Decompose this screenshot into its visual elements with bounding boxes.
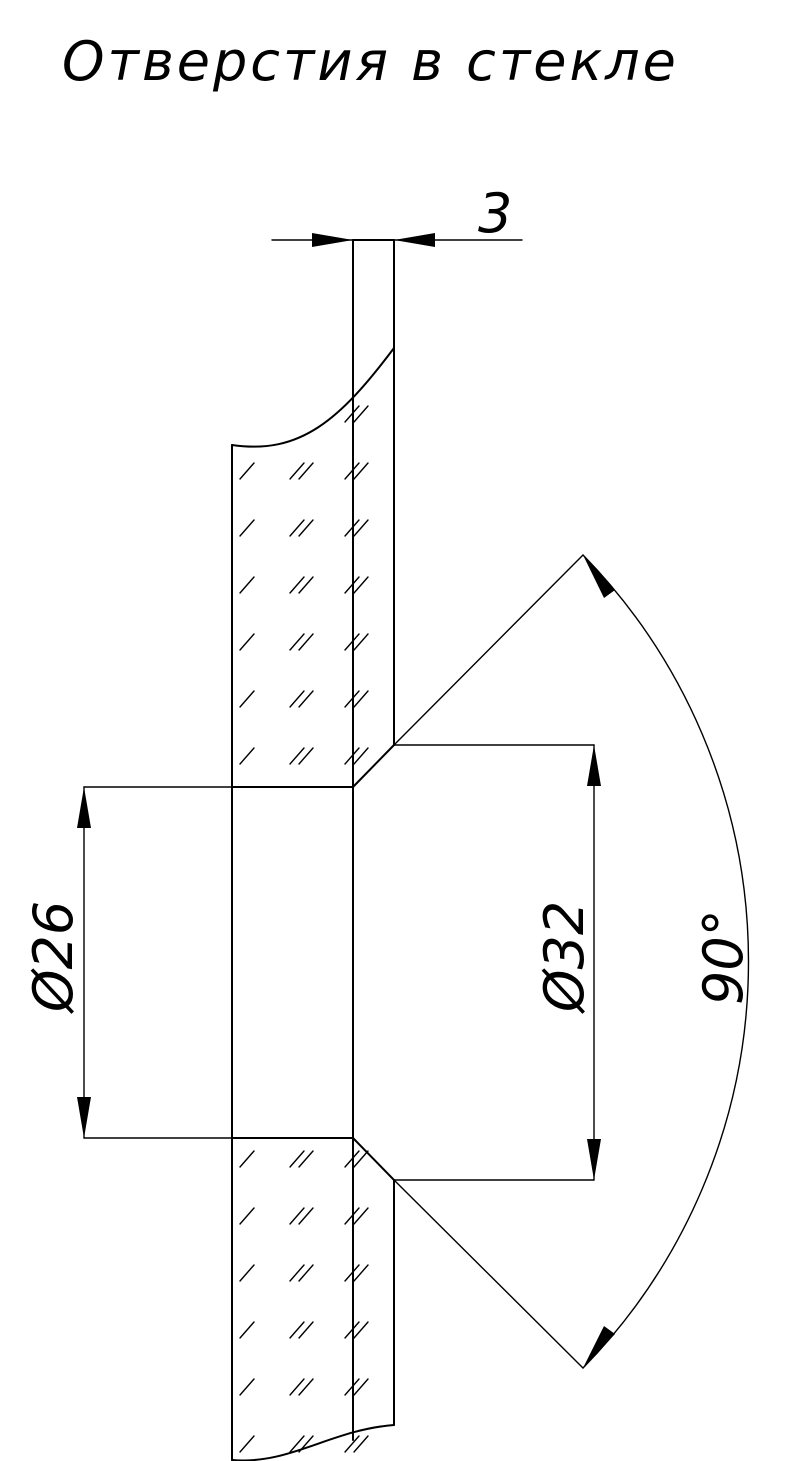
hatch-stroke bbox=[298, 690, 314, 708]
hatch-stroke bbox=[289, 1321, 305, 1339]
hatch-stroke bbox=[298, 1321, 314, 1339]
hatch-stroke bbox=[289, 576, 305, 594]
hatch-stroke bbox=[353, 1321, 369, 1339]
hatch-stroke bbox=[344, 519, 360, 537]
hatch-stroke bbox=[353, 462, 369, 480]
hatch-stroke bbox=[239, 690, 255, 708]
hatch-stroke bbox=[298, 1150, 314, 1168]
hatch-stroke bbox=[289, 690, 305, 708]
arrow-icon bbox=[77, 1097, 91, 1138]
hatch-stroke bbox=[344, 633, 360, 651]
hatch-stroke bbox=[289, 1264, 305, 1282]
hatch-stroke bbox=[289, 519, 305, 537]
hatch-stroke bbox=[344, 747, 360, 765]
thickness-dimension: 3 bbox=[271, 182, 523, 247]
hatch-stroke bbox=[298, 576, 314, 594]
hatch-stroke bbox=[239, 519, 255, 537]
hatch-stroke bbox=[344, 690, 360, 708]
hatch-stroke bbox=[353, 1264, 369, 1282]
hatch-stroke bbox=[239, 1150, 255, 1168]
hatch-stroke bbox=[298, 1207, 314, 1225]
hatch-stroke bbox=[289, 1150, 305, 1168]
hole-bore bbox=[231, 744, 395, 1181]
hatch-stroke bbox=[298, 519, 314, 537]
hatch-stroke bbox=[344, 1378, 360, 1396]
hatch-stroke bbox=[239, 576, 255, 594]
angle-dimension: 90° bbox=[393, 554, 755, 1369]
hatch-stroke bbox=[353, 1150, 369, 1168]
drawing-title: Отверстия в стекле bbox=[62, 30, 679, 93]
hatch-stroke bbox=[289, 1435, 305, 1453]
hatch-stroke bbox=[353, 690, 369, 708]
arrow-icon bbox=[394, 233, 435, 247]
hatch-stroke bbox=[344, 462, 360, 480]
angle-label: 90° bbox=[692, 909, 755, 1005]
outer-diameter-dimension: Ø32 bbox=[393, 744, 601, 1181]
hatch-stroke bbox=[353, 576, 369, 594]
hatch-stroke bbox=[289, 1378, 305, 1396]
hatch-stroke bbox=[344, 1264, 360, 1282]
hatch-stroke bbox=[239, 1264, 255, 1282]
glass-hatching bbox=[239, 405, 369, 1453]
hatch-stroke bbox=[239, 1378, 255, 1396]
hatch-stroke bbox=[289, 462, 305, 480]
arrow-icon bbox=[587, 1139, 601, 1180]
hatch-stroke bbox=[344, 1207, 360, 1225]
hatch-stroke bbox=[298, 462, 314, 480]
inner-diameter-label: Ø26 bbox=[22, 901, 85, 1014]
hatch-stroke bbox=[298, 1378, 314, 1396]
hatch-stroke bbox=[353, 519, 369, 537]
arrow-icon bbox=[77, 787, 91, 828]
hatch-stroke bbox=[298, 1264, 314, 1282]
hatch-stroke bbox=[344, 1321, 360, 1339]
inner-diameter-dimension: Ø26 bbox=[22, 786, 233, 1139]
hatch-stroke bbox=[289, 1207, 305, 1225]
hatch-stroke bbox=[239, 747, 255, 765]
glass-plate-outline bbox=[231, 239, 395, 1461]
arrow-icon bbox=[312, 233, 353, 247]
arrow-icon bbox=[583, 1326, 615, 1368]
hatch-stroke bbox=[344, 1150, 360, 1168]
outer-diameter-label: Ø32 bbox=[533, 901, 596, 1014]
hatch-stroke bbox=[239, 1207, 255, 1225]
arrow-icon bbox=[583, 555, 615, 598]
hatch-stroke bbox=[298, 633, 314, 651]
hatch-stroke bbox=[289, 747, 305, 765]
hatch-stroke bbox=[353, 1378, 369, 1396]
hatch-stroke bbox=[353, 633, 369, 651]
hatch-stroke bbox=[353, 405, 369, 423]
hatch-stroke bbox=[289, 633, 305, 651]
hatch-stroke bbox=[353, 1435, 369, 1453]
arrow-icon bbox=[587, 745, 601, 786]
hatch-stroke bbox=[298, 1435, 314, 1453]
hatch-stroke bbox=[239, 462, 255, 480]
hatch-stroke bbox=[344, 405, 360, 423]
hatch-stroke bbox=[344, 576, 360, 594]
hatch-stroke bbox=[344, 1435, 360, 1453]
hatch-stroke bbox=[353, 747, 369, 765]
hatch-stroke bbox=[298, 747, 314, 765]
thickness-label: 3 bbox=[478, 182, 512, 245]
hatch-stroke bbox=[353, 1207, 369, 1225]
hatch-stroke bbox=[239, 1435, 255, 1453]
hatch-stroke bbox=[239, 1321, 255, 1339]
hatch-stroke bbox=[239, 633, 255, 651]
